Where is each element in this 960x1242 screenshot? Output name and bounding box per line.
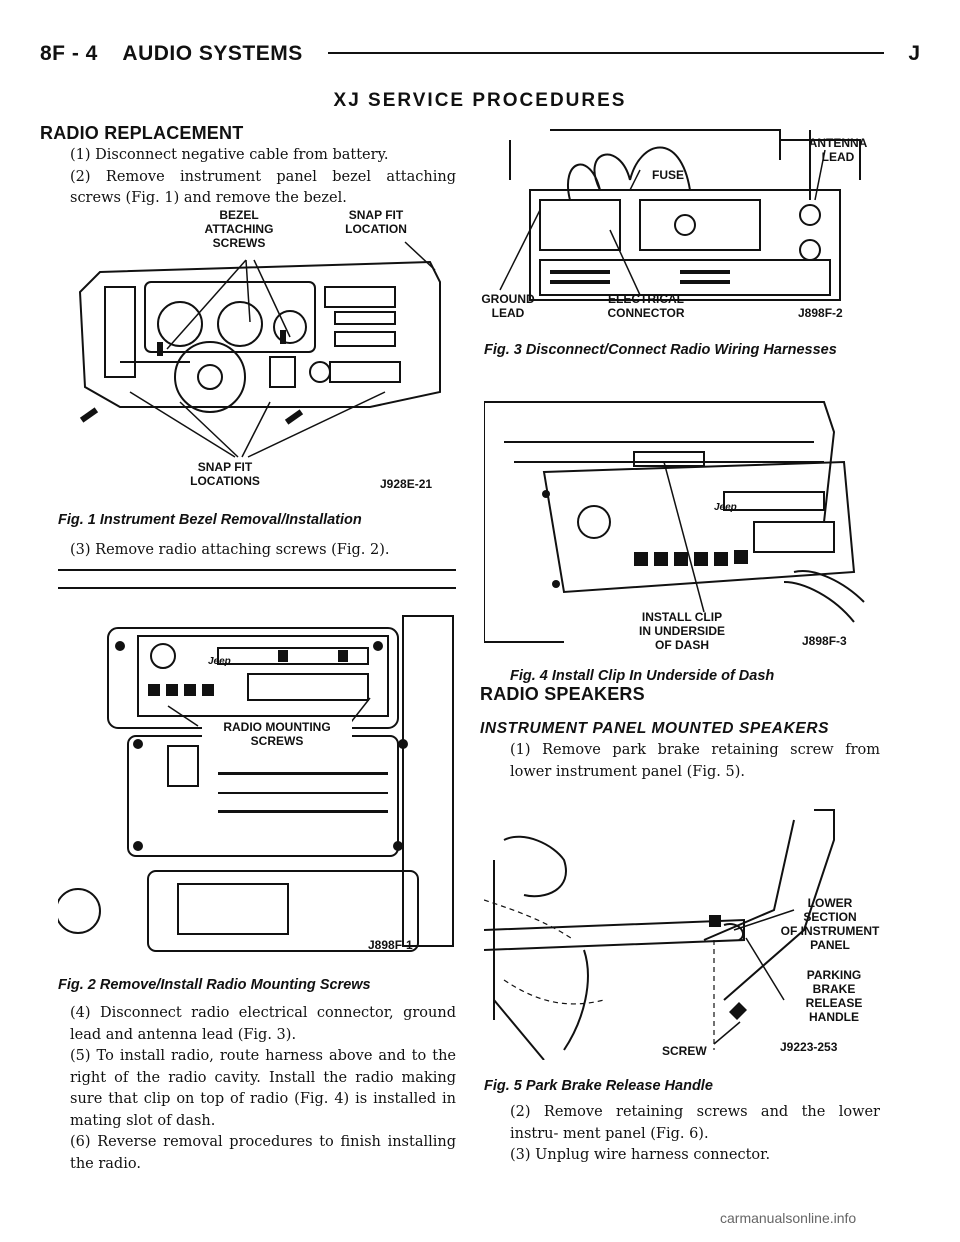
caption-fig-2: Fig. 2 Remove/Install Radio Mounting Scr… bbox=[58, 977, 371, 993]
figure-code: J898F-2 bbox=[798, 306, 843, 320]
section-id: 8F - 4 AUDIO SYSTEMS bbox=[40, 42, 303, 65]
radio-wiring-illustration bbox=[499, 129, 861, 301]
radio-brand-logo: Jeep bbox=[208, 656, 231, 667]
label-snap-fit-location: SNAP FIT LOCATION bbox=[345, 208, 407, 236]
figure-code: J9223-253 bbox=[780, 1040, 838, 1054]
instrument-bezel-illustration bbox=[78, 241, 441, 458]
step-text: (1) Remove park brake retaining screw fr… bbox=[480, 740, 880, 783]
speaker-step-2: (2) Remove retaining screws and the lowe… bbox=[510, 1104, 880, 1142]
caption-fig-3: Fig. 3 Disconnect/Connect Radio Wiring H… bbox=[484, 342, 837, 358]
radio-mounting-illustration bbox=[58, 569, 456, 952]
label-ground-lead: GROUND LEAD bbox=[481, 292, 535, 320]
manual-letter: J bbox=[908, 42, 920, 65]
figure-5: LOWER SECTION OF INSTRUMENT PANEL PARKIN… bbox=[484, 800, 880, 1060]
figure-code: J928E-21 bbox=[380, 477, 433, 491]
page-title: XJ SERVICE PROCEDURES bbox=[333, 90, 627, 111]
label-lower-section: LOWER SECTION OF INSTRUMENT PANEL bbox=[780, 896, 880, 952]
step-4: (4) Disconnect radio electrical connecto… bbox=[70, 1005, 456, 1043]
step-6: (6) Reverse removal procedures to finish… bbox=[70, 1134, 456, 1172]
label-radio-mounting-screws: RADIO MOUNTING SCREWS bbox=[202, 720, 352, 748]
caption-fig-4: Fig. 4 Install Clip In Underside of Dash bbox=[510, 668, 775, 684]
figure-code: J898F-3 bbox=[802, 634, 847, 648]
step-5: (5) To install radio, route harness abov… bbox=[70, 1048, 456, 1129]
caption-fig-1: Fig. 1 Instrument Bezel Removal/Installa… bbox=[58, 512, 362, 528]
park-brake-illustration bbox=[484, 809, 835, 1060]
header-rule bbox=[328, 52, 884, 54]
install-clip-illustration bbox=[484, 401, 865, 643]
caption-fig-5: Fig. 5 Park Brake Release Handle bbox=[484, 1078, 713, 1094]
label-install-clip: INSTALL CLIP IN UNDERSIDE OF DASH bbox=[638, 610, 725, 652]
figure-1: BEZEL ATTACHING SCREWS SNAP FIT LOCATION… bbox=[60, 202, 456, 502]
label-screw: SCREW bbox=[662, 1044, 707, 1058]
step-text: (3) Remove radio attaching screws (Fig. … bbox=[40, 540, 456, 562]
figure-2: Jeep RADIO MOUNTING SCREWS J898F-1 bbox=[58, 566, 456, 966]
radio-brand-logo: Jeep bbox=[714, 502, 737, 513]
heading-radio-speakers: RADIO SPEAKERS bbox=[480, 684, 645, 704]
label-fuse: FUSE bbox=[652, 168, 685, 182]
step-3: (3) Remove radio attaching screws (Fig. … bbox=[70, 542, 390, 558]
step-text: (4) Disconnect radio electrical connecto… bbox=[40, 1003, 456, 1175]
heading-radio-replacement: RADIO REPLACEMENT bbox=[40, 123, 244, 143]
heading-ip-speakers: INSTRUMENT PANEL MOUNTED SPEAKERS bbox=[480, 720, 830, 737]
step-2: (2) Remove instrument panel bezel attach… bbox=[70, 168, 456, 207]
label-antenna-lead: ANTENNA LEAD bbox=[808, 136, 868, 164]
figure-4: Jeep INSTALL CLIP IN UNDERSIDE OF DASH J… bbox=[484, 372, 880, 662]
label-bezel-screws: BEZEL ATTACHING SCREWS bbox=[204, 208, 274, 250]
figure-code: J898F-1 bbox=[368, 938, 413, 952]
step-1: (1) Disconnect negative cable from batte… bbox=[70, 147, 389, 163]
step-text: (2) Remove retaining screws and the lowe… bbox=[480, 1102, 880, 1167]
watermark: carmanualsonline.info bbox=[720, 1210, 857, 1226]
figure-3: ANTENNA LEAD FUSE GROUND LEAD ELECTRICAL… bbox=[480, 120, 880, 330]
speaker-step-1: (1) Remove park brake retaining screw fr… bbox=[510, 742, 880, 780]
speaker-step-3: (3) Unplug wire harness connector. bbox=[510, 1147, 771, 1163]
label-parking-brake-handle: PARKING BRAKE RELEASE HANDLE bbox=[805, 968, 863, 1024]
page-header: 8F - 4 AUDIO SYSTEMS J bbox=[40, 42, 920, 76]
label-snap-fit-locations: SNAP FIT LOCATIONS bbox=[190, 460, 260, 488]
label-electrical-connector: ELECTRICAL CONNECTOR bbox=[607, 292, 685, 320]
step-text: (1) Disconnect negative cable from batte… bbox=[40, 145, 456, 210]
